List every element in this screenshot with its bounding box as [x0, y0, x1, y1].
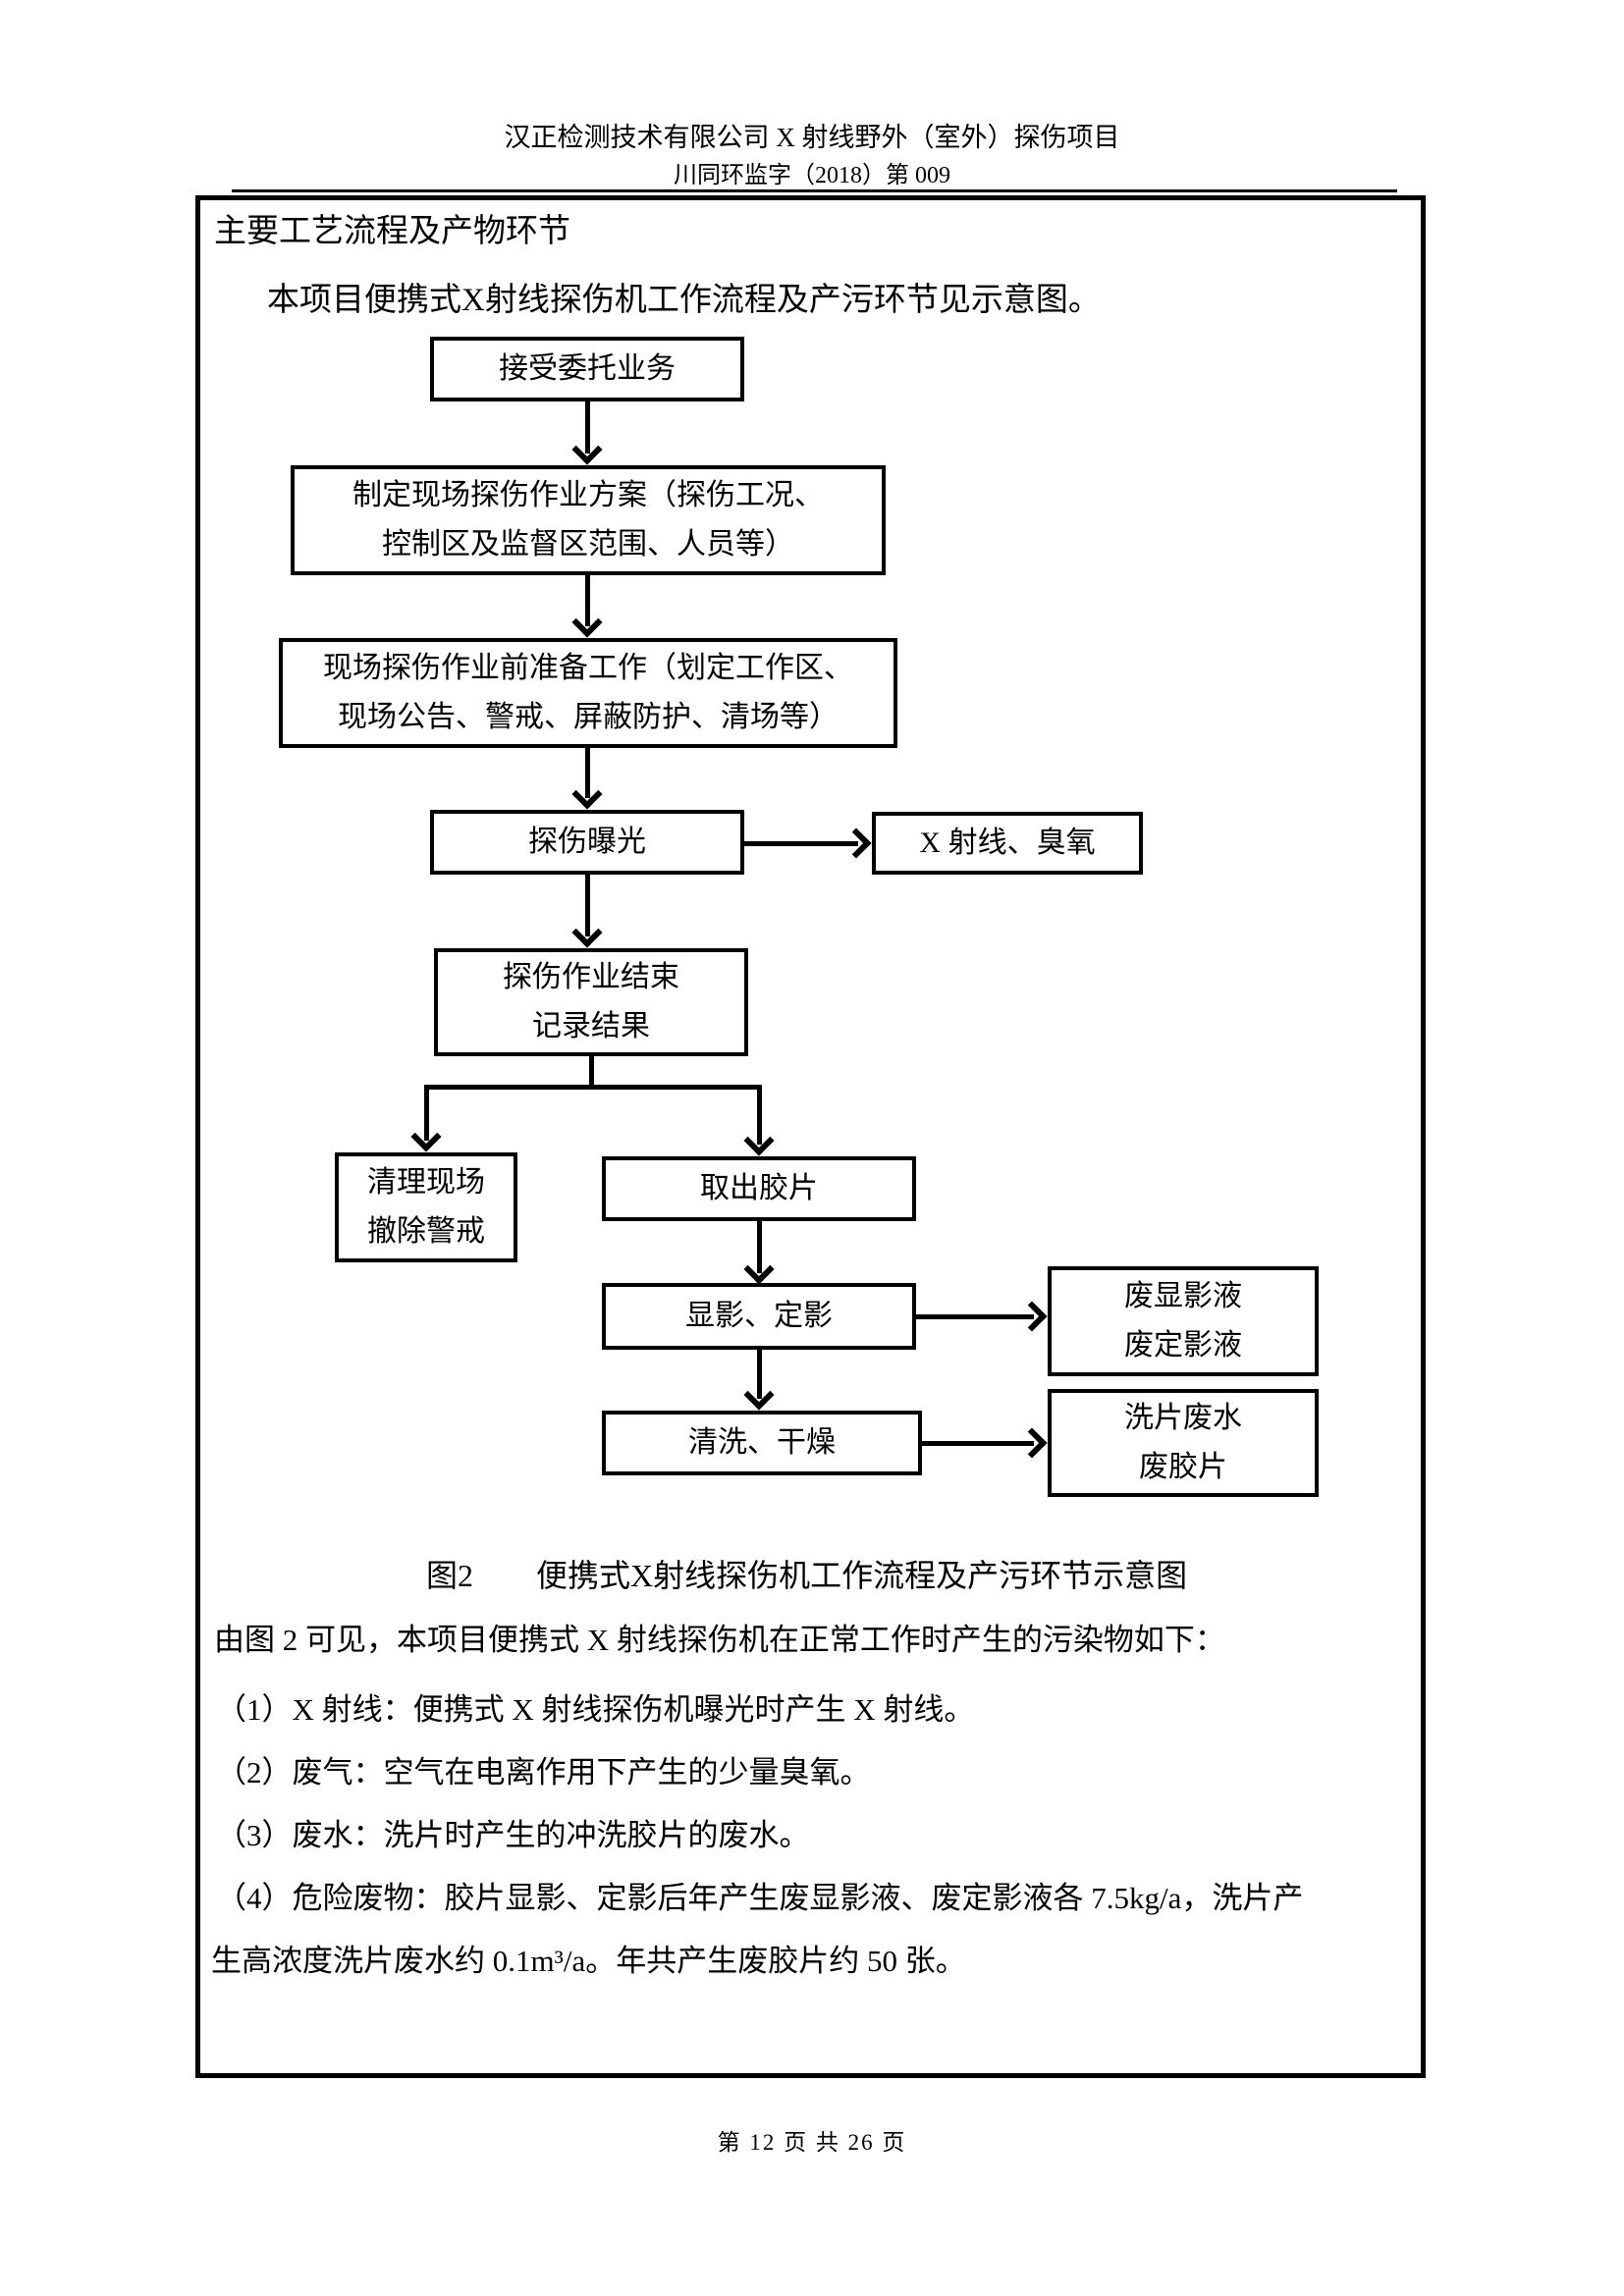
paragraph-item-4-hazardous-waste: （4）危险废物：胶片显影、定影后年产生废显影液、废定影液各 7.5kg/a，洗片… [216, 1881, 1304, 1915]
flow-node-cleanup-line1: 清理现场 [367, 1166, 485, 1199]
flow-node-cleanup: 清理现场 撤除警戒 [335, 1152, 517, 1262]
arrow-takefilm-to-develop [757, 1219, 762, 1273]
flow-node-waste-water-film: 洗片废水 废胶片 [1048, 1389, 1319, 1497]
flow-node-prepare-line1: 现场探伤作业前准备工作（划定工作区、 [323, 652, 853, 684]
flow-node-accept-label: 接受委托业务 [499, 352, 676, 385]
split-horizontal-line [424, 1085, 762, 1090]
flow-node-prepare: 现场探伤作业前准备工作（划定工作区、 现场公告、警戒、屏蔽防护、清场等） [279, 638, 897, 748]
figure-caption-label: 图2 [426, 1558, 474, 1593]
figure-caption: 图2 便携式X射线探伤机工作流程及产污环节示意图 [426, 1551, 1187, 1596]
arrow-accept-to-plan [585, 400, 590, 454]
flow-node-develop: 显影、定影 [602, 1283, 916, 1350]
flow-node-plan-line2: 控制区及监督区范围、人员等） [382, 528, 794, 561]
arrow-prepare-to-expose [585, 746, 590, 798]
flow-node-plan-line1: 制定现场探伤作业方案（探伤工况、 [352, 479, 824, 511]
flow-node-waste-developer: 废显影液 废定影液 [1048, 1266, 1319, 1376]
paragraph-item-2-waste-gas: （2）废气：空气在电离作用下产生的少量臭氧。 [216, 1755, 871, 1789]
flow-node-prepare-line2: 现场公告、警戒、屏蔽防护、清场等） [338, 701, 839, 733]
arrow-plan-to-prepare [585, 573, 590, 626]
split-stub-line [589, 1056, 594, 1088]
page-number-footer: 第 12 页 共 26 页 [717, 2130, 907, 2155]
flow-node-wash-dry-label: 清洗、干燥 [688, 1426, 836, 1459]
flow-node-waste-water-film-line1: 洗片废水 [1124, 1402, 1242, 1434]
header-title: 汉正检测技术有限公司 X 射线野外（室外）探伤项目 [504, 123, 1120, 152]
arrow-washdry-to-wastewater [920, 1441, 1034, 1446]
flow-node-xray-ozone: X 射线、臭氧 [872, 812, 1143, 875]
paragraph-item-4-continued: 生高浓度洗片废水约 0.1m³/a。年共产生废胶片约 50 张。 [211, 1944, 966, 1978]
flow-node-take-film: 取出胶片 [602, 1156, 916, 1221]
flow-node-xray-ozone-label: X 射线、臭氧 [919, 827, 1096, 859]
figure-caption-title: 便携式X射线探伤机工作流程及产污环节示意图 [536, 1558, 1188, 1593]
arrow-expose-to-finish [585, 875, 590, 936]
flow-node-take-film-label: 取出胶片 [700, 1172, 818, 1204]
flow-node-develop-label: 显影、定影 [685, 1300, 833, 1332]
flow-node-accept: 接受委托业务 [430, 337, 744, 401]
flow-node-expose-label: 探伤曝光 [528, 826, 646, 858]
intro-paragraph: 本项目便携式X射线探伤机工作流程及产污环节见示意图。 [267, 283, 1101, 318]
paragraph-item-3-waste-water: （3）废水：洗片时产生的冲洗胶片的废水。 [216, 1818, 810, 1852]
flow-node-wash-dry: 清洗、干燥 [602, 1411, 922, 1475]
header-doc-number: 川同环监字（2018）第 009 [674, 163, 950, 188]
flow-node-waste-developer-line1: 废显影液 [1124, 1280, 1242, 1312]
header-rule [232, 189, 1397, 192]
arrow-split-to-takefilm [757, 1085, 762, 1145]
arrow-develop-to-washdry [757, 1348, 762, 1399]
section-title: 主要工艺流程及产物环节 [214, 214, 570, 249]
flow-node-cleanup-line2: 撤除警戒 [367, 1215, 485, 1248]
flow-node-finish-line1: 探伤作业结束 [503, 961, 679, 993]
flow-node-waste-water-film-line2: 废胶片 [1139, 1451, 1227, 1483]
flow-node-expose: 探伤曝光 [430, 810, 744, 875]
arrow-split-to-cleanup [424, 1085, 429, 1141]
flow-node-finish-line2: 记录结果 [532, 1010, 650, 1042]
flow-node-plan: 制定现场探伤作业方案（探伤工况、 控制区及监督区范围、人员等） [291, 465, 886, 575]
paragraph-overview: 由图 2 可见，本项目便携式 X 射线探伤机在正常工作时产生的污染物如下： [214, 1623, 1225, 1657]
arrow-expose-to-xray [742, 841, 858, 846]
paragraph-item-1-xray: （1）X 射线：便携式 X 射线探伤机曝光时产生 X 射线。 [216, 1692, 975, 1727]
flow-node-finish: 探伤作业结束 记录结果 [434, 948, 748, 1056]
flow-node-waste-developer-line2: 废定影液 [1124, 1329, 1242, 1362]
arrow-develop-to-waste [914, 1314, 1034, 1319]
